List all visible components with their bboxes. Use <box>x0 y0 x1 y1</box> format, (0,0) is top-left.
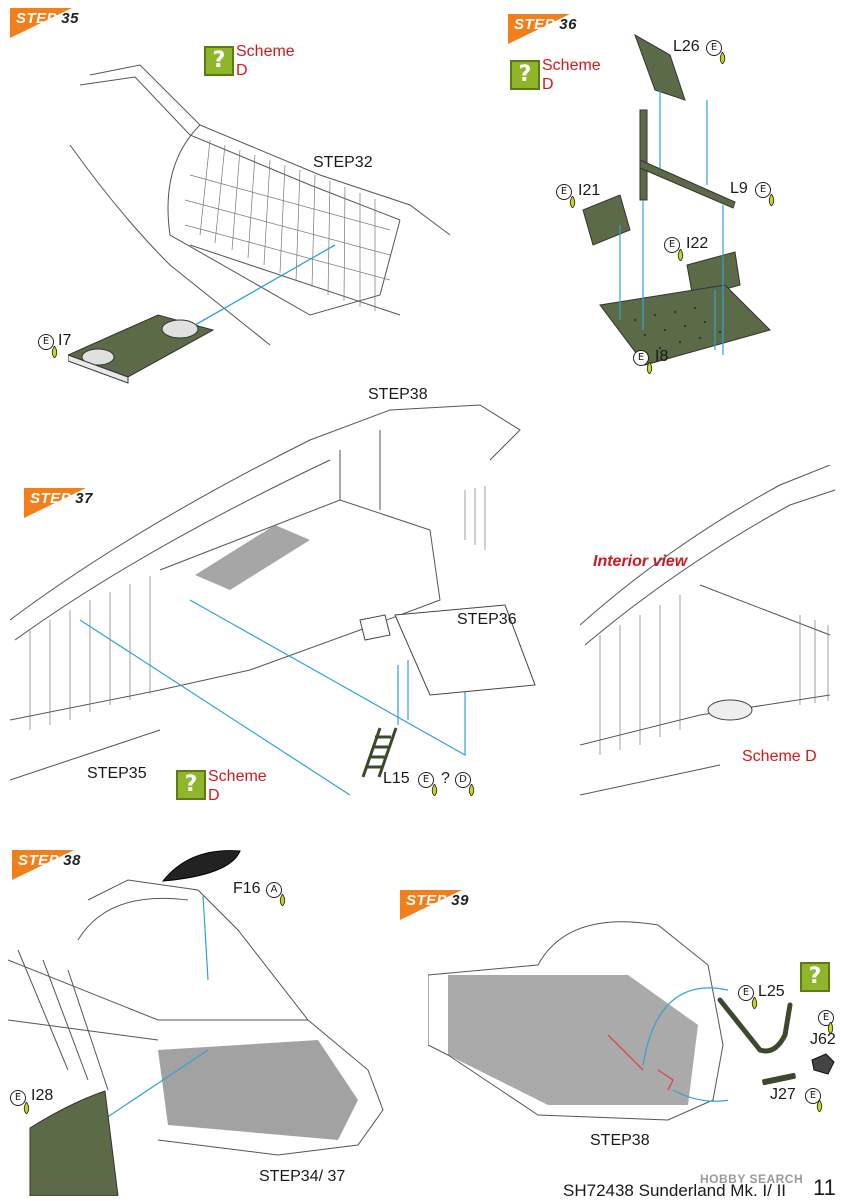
step-35-number: 35 <box>61 10 79 27</box>
paint-e-l26: E <box>706 40 722 56</box>
scheme-d-label-37: Scheme D <box>208 767 267 805</box>
step-35-tag: STEP 35 <box>10 8 106 38</box>
paint-drop-l26 <box>719 52 726 64</box>
step34-37-ref-label: STEP34/ 37 <box>259 1168 346 1185</box>
paint-drop-l9 <box>768 194 775 206</box>
scheme-line1: Scheme <box>236 43 295 60</box>
paint-drop-i28 <box>23 1102 30 1114</box>
step38-bottom-ref-label: STEP38 <box>590 1132 650 1149</box>
step39-nose-drawing <box>428 921 728 1121</box>
step-38-prefix: STEP <box>18 852 59 869</box>
step-39-tag: STEP 39 <box>400 890 496 920</box>
paint-drop-l25 <box>751 997 758 1009</box>
part-i7-floor <box>68 314 215 384</box>
j27-label: J27 <box>770 1086 796 1103</box>
paint-e-i8: E <box>633 350 649 366</box>
i8-label: I8 <box>655 348 669 365</box>
part-i28-panel <box>29 1090 119 1196</box>
f16-label: F16 <box>233 880 261 897</box>
l15-label: L15 <box>383 770 410 787</box>
l25-label: L25 <box>758 983 785 1000</box>
step35-ref-label: STEP35 <box>87 765 147 782</box>
part-l15-ladder <box>361 727 398 778</box>
paint-drop-f16 <box>279 894 286 906</box>
paint-drop-d-l15 <box>468 784 475 796</box>
paint-e-i21: E <box>556 184 572 200</box>
paint-drop-i22 <box>677 249 684 261</box>
part-j27 <box>762 1072 796 1086</box>
interior-view-label: Interior view <box>593 553 688 570</box>
step35-fuselage-drawing <box>69 64 451 346</box>
step32-ref-label: STEP32 <box>313 154 373 171</box>
l15-query: ? <box>441 770 450 787</box>
paint-e-j62: E <box>818 1010 834 1026</box>
step-38-number: 38 <box>63 852 81 869</box>
paint-e-j27: E <box>805 1088 821 1104</box>
paint-e-l9: E <box>755 182 771 198</box>
part-l25 <box>717 997 793 1054</box>
step36-ref-label: STEP36 <box>457 611 517 628</box>
step38-ref-label: STEP38 <box>368 386 428 403</box>
scheme36-line1: Scheme <box>542 57 601 74</box>
paint-e-i7: E <box>38 334 54 350</box>
step36-parts-drawing <box>582 33 771 366</box>
step37-fuselage-drawing <box>10 404 536 796</box>
step-39-number: 39 <box>451 892 469 909</box>
paint-e-l25: E <box>738 985 754 1001</box>
paint-a-f16: A <box>266 882 282 898</box>
scheme37-line2: D <box>208 787 220 804</box>
part-j62 <box>811 1053 835 1075</box>
l9-label: L9 <box>730 180 748 197</box>
scheme-question-icon-36: ? <box>510 60 540 90</box>
paint-drop-i7 <box>51 346 58 358</box>
scheme-d-label-36: Scheme D <box>542 56 601 94</box>
paint-e-i22: E <box>664 237 680 253</box>
scheme36-line2: D <box>542 76 554 93</box>
i21-label: I21 <box>578 182 601 199</box>
scheme37-line1: Scheme <box>208 768 267 785</box>
i28-label: I28 <box>31 1087 54 1104</box>
paint-drop-i21 <box>569 196 576 208</box>
scheme-question-icon-37: ? <box>176 770 206 800</box>
scheme-question-icon-39: ? <box>800 962 830 992</box>
paint-drop-j27 <box>816 1100 823 1112</box>
scheme-d-interior: Scheme D <box>742 748 817 765</box>
step-36-tag: STEP 36 <box>508 14 604 44</box>
paint-e-l15: E <box>418 772 434 788</box>
page-number: 11 <box>813 1175 836 1200</box>
paint-e-i28: E <box>10 1090 26 1106</box>
step-36-prefix: STEP <box>514 16 555 33</box>
scheme-question-icon: ? <box>204 46 234 76</box>
step-37-tag: STEP 37 <box>24 488 120 518</box>
part-f16-canopy <box>161 850 241 882</box>
step-38-tag: STEP 38 <box>12 850 108 880</box>
step-35-prefix: STEP <box>16 10 57 27</box>
step-37-prefix: STEP <box>30 490 71 507</box>
watermark: HOBBY SEARCH <box>700 1172 804 1186</box>
step-37-number: 37 <box>75 490 93 507</box>
paint-drop-j62 <box>827 1022 834 1034</box>
paint-drop-i8 <box>646 362 653 374</box>
paint-drop-l15 <box>431 784 438 796</box>
scheme-d-label-35: Scheme D <box>236 42 295 80</box>
interior-view-drawing <box>580 465 836 796</box>
scheme-line2: D <box>236 62 248 79</box>
i7-label: I7 <box>58 332 72 349</box>
l26-label: L26 <box>673 38 700 55</box>
step38-nose-drawing <box>8 879 384 1156</box>
footer-code: SH72438 Sunderland Mk. I/ II <box>563 1181 787 1200</box>
step-39-prefix: STEP <box>406 892 447 909</box>
step-36-number: 36 <box>559 16 577 33</box>
j62-label: J62 <box>810 1031 836 1048</box>
i22-label: I22 <box>686 235 709 252</box>
paint-d-l15: D <box>455 772 471 788</box>
